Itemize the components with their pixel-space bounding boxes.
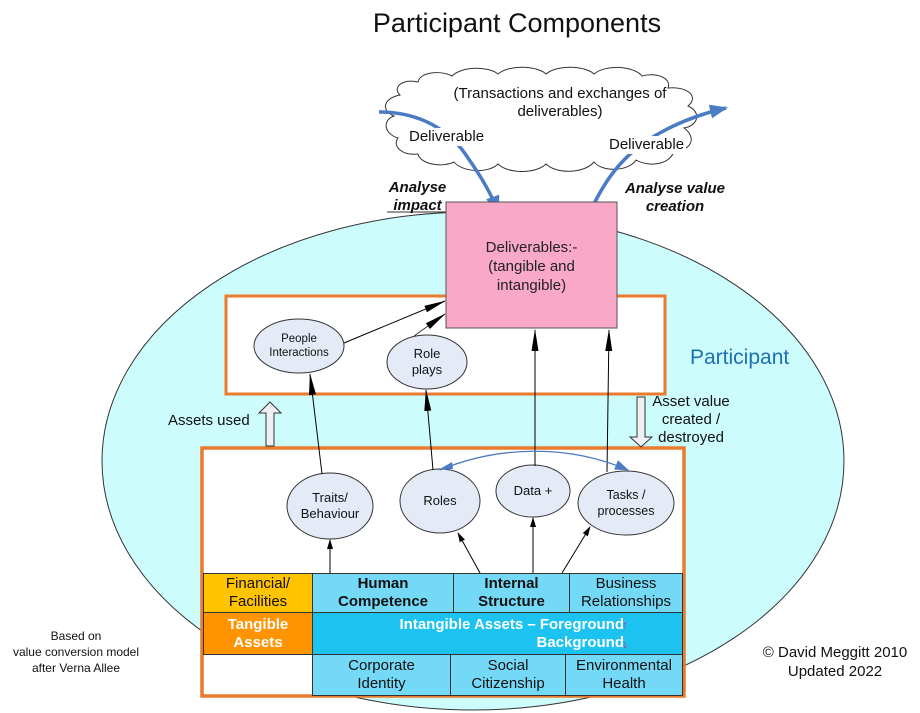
copyright-note: © David Meggitt 2010 Updated 2022 xyxy=(750,643,920,681)
analyse-impact-line2: impact xyxy=(393,197,442,214)
cell-line: Social xyxy=(487,657,529,674)
node-line: Behaviour xyxy=(300,506,360,521)
internal-to-roles-arrow xyxy=(457,532,481,574)
tangible-assets-cell: Tangible Assets xyxy=(203,612,313,655)
roles-tasks-link-arrow xyxy=(439,450,629,471)
node-line: Traits/ xyxy=(312,490,348,505)
financial-facilities-cell: Financial/ Facilities xyxy=(203,573,313,613)
cloud-text-line1: (Transactions and exchanges of xyxy=(453,85,667,102)
tasks-to-deliverables-arrow xyxy=(605,329,613,473)
tasks-processes-label: Tasks / processes xyxy=(578,487,674,519)
participant-label: Participant xyxy=(690,346,790,369)
foreground-up-arrow-icon: ↑ xyxy=(622,618,628,632)
node-line: Data + xyxy=(513,483,553,498)
analyse-value-label: Analyse value creation xyxy=(615,180,735,216)
assets-used-arrow-icon xyxy=(257,401,283,447)
cell-line: Financial/ xyxy=(225,575,291,592)
cloud-text-line2: deliverables) xyxy=(517,103,603,120)
people-interactions-label: People Interactions xyxy=(254,332,344,360)
role-plays-node xyxy=(386,334,468,390)
cell-line: Internal xyxy=(484,575,539,592)
cell-line: Structure xyxy=(478,593,545,610)
analyse-impact-line1: Analyse xyxy=(388,179,447,196)
deliverable-out-label: Deliverable xyxy=(607,136,687,154)
node-line: Tasks / xyxy=(606,488,646,502)
node-line: plays xyxy=(411,362,443,377)
environmental-health-cell: Environmental Health xyxy=(565,654,683,696)
intangible-foreground-line: Intangible Assets – Foreground xyxy=(400,616,624,634)
traits-behaviour-label: Traits/ Behaviour xyxy=(287,490,373,522)
internal-structure-cell: Internal Structure xyxy=(453,573,570,613)
cell-line: Environmental xyxy=(576,657,672,674)
attribution-note: Based on value conversion model after Ve… xyxy=(0,628,152,676)
copyright-line2: Updated 2022 xyxy=(787,663,883,680)
deliverable-in-arrow xyxy=(378,110,500,214)
roles-arrowhead xyxy=(438,462,453,470)
node-line: processes xyxy=(597,504,655,518)
tasks-processes-node xyxy=(577,470,675,536)
business-relationships-cell: Business Relationships xyxy=(569,573,683,613)
cell-line: Tangible xyxy=(227,615,289,633)
human-competence-cell: Human Competence xyxy=(312,573,454,613)
node-line: Interactions xyxy=(269,347,329,359)
page-title: Participant Components xyxy=(372,8,662,38)
cell-line: Competence xyxy=(337,593,429,610)
corporate-identity-cell: Corporate Identity xyxy=(312,654,451,696)
traits-to-people-arrow xyxy=(309,373,323,475)
deliverables-line2: (tangible and xyxy=(488,258,575,275)
cell-line: Facilities xyxy=(228,593,288,610)
analyse-value-line2: creation xyxy=(645,198,705,215)
deliverables-line3: intangible) xyxy=(496,277,567,294)
role-plays-label: Role plays xyxy=(387,346,467,378)
data-label: Data + xyxy=(496,483,570,499)
roles-label: Roles xyxy=(400,493,480,509)
roles-to-roleplays-arrow xyxy=(424,389,434,471)
cloud-text: (Transactions and exchanges of deliverab… xyxy=(420,85,700,121)
people-to-deliverables-arrow xyxy=(343,300,446,344)
deliverables-box-text: Deliverables:- (tangible and intangible) xyxy=(446,238,617,295)
analyse-impact-label: Analyse impact xyxy=(380,179,455,215)
attribution-line3: after Verna Allee xyxy=(31,661,121,675)
deliverables-line1: Deliverables:- xyxy=(485,239,578,256)
cell-line: Human xyxy=(357,575,409,592)
analyse-value-line1: Analyse value xyxy=(624,180,726,197)
asset-value-arrow-icon xyxy=(628,396,654,448)
internal-to-tasks-arrow xyxy=(561,526,591,574)
deliverable-in-label: Deliverable xyxy=(407,128,487,146)
cell-line: Health xyxy=(602,675,646,692)
node-line: People xyxy=(281,333,317,345)
asset-value-line1: Asset value xyxy=(652,393,730,410)
cell-line: Citizenship xyxy=(471,675,545,692)
intangible-assets-cell: Intangible Assets – Foreground Backgroun… xyxy=(312,612,683,655)
node-line: Roles xyxy=(423,493,457,508)
copyright-line1: © David Meggitt 2010 xyxy=(762,644,908,661)
cell-line: Assets xyxy=(233,633,283,651)
cell-line: Identity xyxy=(357,675,406,692)
attribution-line1: Based on xyxy=(50,629,102,643)
people-interactions-node xyxy=(253,318,345,374)
asset-value-line3: destroyed xyxy=(658,429,724,446)
node-line: Role xyxy=(413,346,441,361)
intangible-background-text: Background xyxy=(536,633,624,651)
social-citizenship-cell: Social Citizenship xyxy=(450,654,566,696)
asset-value-line2: created / xyxy=(661,411,721,428)
cell-line: Business xyxy=(595,575,657,592)
intangible-foreground-text: Intangible Assets – Foreground xyxy=(399,615,624,633)
intangible-background-line: Background xyxy=(536,634,624,652)
assets-used-label: Assets used xyxy=(168,412,250,429)
background-down-arrow-icon: ↓ xyxy=(622,637,628,651)
deliverables-box xyxy=(445,201,618,329)
cell-line: Relationships xyxy=(580,593,672,610)
roleplays-to-deliverables-arrow xyxy=(413,313,446,337)
cell-line: Corporate xyxy=(348,657,415,674)
asset-value-label: Asset value created / destroyed xyxy=(650,393,732,447)
attribution-line2: value conversion model xyxy=(12,645,140,659)
